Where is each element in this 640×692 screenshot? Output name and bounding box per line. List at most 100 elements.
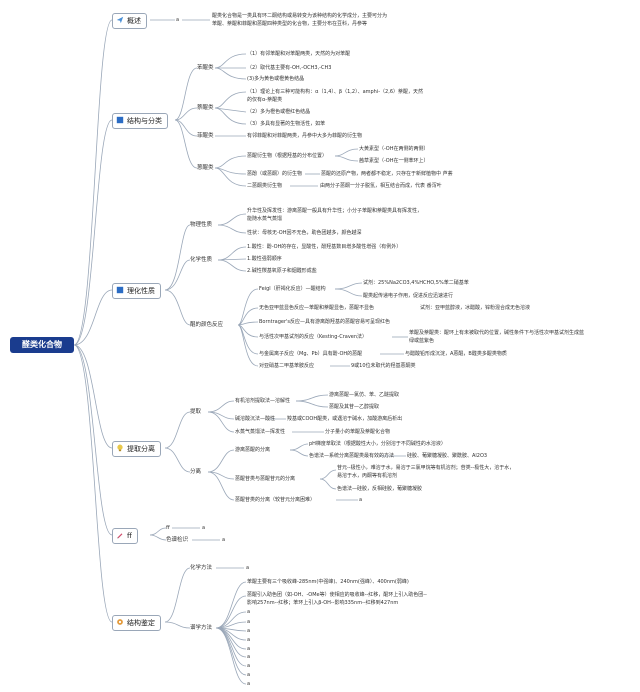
topic-jianding-label: 结构鉴定 bbox=[127, 619, 155, 627]
gan-d1: 苷元--极性小，难溶于水，易溶于三氯甲烷等有机溶剂；苷类--极性大，溶于水， bbox=[337, 465, 515, 471]
node-huaxue[interactable]: 化学性质 bbox=[190, 257, 213, 263]
node-feikun[interactable]: 菲醌类 bbox=[197, 133, 214, 139]
pencil-icon bbox=[117, 533, 123, 539]
youli-d1: pH梯度萃取法（根据酸性大小，分别溶于不同碱性的水溶液） bbox=[309, 441, 446, 447]
guangpu-uv: 苯醌主要有三个吸收峰-285nm(中强峰)、240nm(强峰）、400nm(弱峰… bbox=[247, 579, 409, 585]
gaishu-desc-line1: 醌类化合物是一类具有环二酮结构或易转变为该种结构的化学成分，主要可分为 bbox=[212, 13, 388, 19]
kesting: 与活性次甲基试剂的反应（Kesting-Craven法） bbox=[259, 334, 368, 340]
guangpu-a-8: a bbox=[247, 672, 251, 678]
gan-d3: 色谱法—硅胶，反相硅胶，葡聚糖凝胶 bbox=[337, 486, 423, 492]
wuse: 无色亚甲蓝显色反应—苯醌和萘醌显色，蒽醌不显色 bbox=[259, 305, 375, 311]
wuli-item-1b: 能随水蒸气蒸馏 bbox=[247, 216, 283, 222]
topic-jianding[interactable]: 结构鉴定 bbox=[112, 615, 161, 631]
wuli-item-2: 性状：母核无-OH因不无色，助色团越多，颜色越深 bbox=[247, 230, 362, 236]
feigl-d1: 试剂：25%Na2CO3,4%HCHO,5%苯二硝基苯 bbox=[363, 280, 469, 286]
benkun-item-2: （2）取代基主要有-OH,-OCH3,-CH3 bbox=[247, 65, 332, 71]
topic-tiqu[interactable]: 提取分离 bbox=[112, 441, 161, 457]
node-enkun[interactable]: 蒽醌类 bbox=[197, 165, 214, 171]
huaxue-item-1: 1.酸性：酚-OH的存在，显酸性，酚羟基数目增多酸性增强（有例外） bbox=[247, 244, 402, 250]
kesting-d1: 苯醌及萘醌类：醌环上有未被取代的位置，碱性条件下与活性次甲基试剂生成蓝 bbox=[409, 330, 585, 336]
feigl-d2: 醌类起传递电子作用，促进反应迅速进行 bbox=[363, 293, 454, 299]
guangpu-a-5: a bbox=[247, 646, 251, 652]
youli: 游离蒽醌的分离 bbox=[235, 447, 271, 453]
node-ff[interactable]: ff bbox=[166, 525, 170, 531]
guangpu-a-7: a bbox=[247, 663, 251, 669]
node-fenli[interactable]: 分离 bbox=[190, 469, 202, 475]
node-sepu[interactable]: 色谱检识 bbox=[166, 537, 189, 543]
ff-a: a bbox=[202, 525, 206, 531]
enkun-deriv-d1: 大黄素型（-OH在两侧的两侧） bbox=[359, 146, 429, 152]
youji-d1: 游离蒽醌—氯仿、苯、乙醚提取 bbox=[329, 392, 400, 398]
gaishu-a: a bbox=[176, 17, 180, 23]
enkun-dimer: 二蒽酮类衍生物 bbox=[247, 183, 283, 189]
jinshu-d: 与醋酸铅形成沉淀，A蒽醌，B醛类多醌类物质 bbox=[405, 351, 507, 357]
naikun-item-1b: 的仅有α-萘醌类 bbox=[247, 97, 283, 103]
node-huaxue-fangfa[interactable]: 化学方法 bbox=[190, 565, 213, 571]
anji-d: 9或10位未取代的羟基蒽酮类 bbox=[351, 363, 416, 369]
root-topic[interactable]: 醛类化合物 bbox=[10, 337, 74, 353]
square-icon bbox=[116, 286, 124, 294]
benkun-item-3: (3)多为黄色或橙黄色结晶 bbox=[247, 76, 305, 82]
gan-fen-d: a bbox=[359, 497, 363, 503]
guangpu-a-4: a bbox=[247, 637, 251, 643]
sepu-a: a bbox=[222, 537, 226, 543]
guangpu-ir1: 蒽醌引入助色团（如-OH、-OMe等）使相应的吸收峰--红移，醌环上引入助色团-… bbox=[247, 592, 427, 598]
kesting-d2: 绿或蓝紫色 bbox=[409, 338, 435, 344]
born: Borntrager's反应—具有游离酚羟基的蒽醌容易可呈现红色 bbox=[259, 319, 390, 325]
enkun-deriv-d2: 茜草素型（-OH在一侧苯环上） bbox=[359, 158, 429, 164]
guangpu-a-6: a bbox=[247, 654, 251, 660]
feikun-item-1: 有邻菲醌和对菲醌两类，丹参中大多为菲醌的衍生物 bbox=[247, 133, 363, 139]
guangpu-a-1: a bbox=[247, 609, 251, 615]
guangpu-a-3: a bbox=[247, 628, 251, 634]
shuizheng: 水蒸气蒸馏法—挥发性 bbox=[235, 429, 286, 435]
gan: 蒽醌苷类与蒽醌苷元的分离 bbox=[235, 476, 296, 482]
youji-d2: 蒽醌及其苷—乙醇提取 bbox=[329, 404, 380, 410]
youli-d2: 色谱法—系统分离蒽醌类最有效的方法 bbox=[309, 453, 395, 459]
enkun-deriv: 蒽醌衍生物（根据羟基的分布位置） bbox=[247, 153, 328, 159]
node-guangpu[interactable]: 谱学方法 bbox=[190, 625, 213, 631]
naikun-item-2: （2）多为橙色或橙红色结晶 bbox=[247, 109, 311, 115]
guangpu-a-2: a bbox=[247, 619, 251, 625]
topic-jiegou[interactable]: 结构与分类 bbox=[112, 113, 168, 129]
topic-jiegou-label: 结构与分类 bbox=[127, 117, 162, 125]
gan-d2: 易溶于水，丙酮等有机溶剂 bbox=[337, 473, 398, 479]
enkun-dimer-d: 由两分子蒽酮一分子脱氢，相互结合而成，代表 番泻叶 bbox=[320, 183, 442, 189]
send-icon bbox=[116, 16, 124, 24]
node-benkun[interactable]: 苯醌类 bbox=[197, 65, 214, 71]
feigl: Feigl（肝褐化反应）—醌结构 bbox=[259, 286, 326, 292]
gaishu-desc-line2: 苯醌、萘醌和菲醌和蒽醌四种类型的化合物，主要分布在豆科，丹参等 bbox=[212, 21, 368, 27]
wuse-d: 试剂：亚甲蓝醇液，冰醋酸，锌粉混合成无色溶液 bbox=[420, 305, 531, 311]
naikun-item-1a: （1）理论上有三种可能构构：α（1,4）、β（1,2）、amphi-（2,6）萘… bbox=[247, 89, 423, 95]
topic-lihua-label: 理化性质 bbox=[127, 287, 155, 295]
node-naikun[interactable]: 萘醌类 bbox=[197, 105, 214, 111]
anji: 对亚硝基二甲基苯胺反应 bbox=[259, 363, 315, 369]
gear-icon bbox=[117, 619, 123, 625]
enkun-reduce: 蒽酚（或蒽酮）的衍生物 bbox=[247, 171, 303, 177]
benkun-item-1: （1）有邻苯醌和对苯醌两类，天然的为对苯醌 bbox=[247, 51, 351, 57]
wuli-item-1a: 升华性及挥发性：游离蒽醌一般具有升华性；小分子苯醌和萘醌类具有挥发性， bbox=[247, 208, 423, 214]
topic-gaishu[interactable]: 概述 bbox=[112, 13, 147, 29]
topic-gaishu-label: 概述 bbox=[127, 17, 141, 25]
bulb-icon bbox=[117, 444, 123, 452]
gan-fen: 蒽醌苷类的分离（较苷元分离困难） bbox=[235, 497, 316, 503]
square-icon bbox=[116, 116, 124, 124]
topic-tiqu-label: 提取分离 bbox=[127, 445, 155, 453]
enkun-reduce-d: 蒽醌的还原产物，两者都不稳定，只存在于新鲜植物中 芦荟 bbox=[321, 171, 453, 177]
guangpu-ir2: 影响257nm--红移；苯环上引入β-OH--影响335nm--红移到427nm bbox=[247, 600, 399, 606]
huaxue-item-3: 2.碱性羰基氧原子和烟醛形成盐 bbox=[247, 268, 317, 274]
youli-d2b: 硅胶、葡聚糖凝胶、聚酰胺、Al2O3 bbox=[407, 453, 488, 459]
node-xianse[interactable]: 醌的颜色反应 bbox=[190, 322, 224, 328]
shuizheng-d: 分子量小的苯醌及萘醌化合物 bbox=[325, 429, 391, 435]
jianrong-d: 羧基或COOH醌类，或遇溶于碱水，加酸游离后析出 bbox=[287, 416, 403, 422]
topic-ff-label: ff bbox=[127, 532, 132, 540]
youji: 有机溶剂提取法—溶解性 bbox=[235, 398, 291, 404]
naikun-item-3: （3）多具有显著的生物活性，如苯 bbox=[247, 121, 326, 127]
huaxue-fangfa-a: a bbox=[246, 565, 250, 571]
guangpu-a-9: a bbox=[247, 681, 251, 687]
node-wuli[interactable]: 物理性质 bbox=[190, 222, 213, 228]
node-tiqu[interactable]: 提取 bbox=[190, 409, 202, 415]
topic-ff[interactable]: ff bbox=[112, 528, 138, 544]
topic-lihua[interactable]: 理化性质 bbox=[112, 283, 161, 299]
huaxue-item-2: 1.酸性强弱顺序 bbox=[247, 256, 282, 262]
